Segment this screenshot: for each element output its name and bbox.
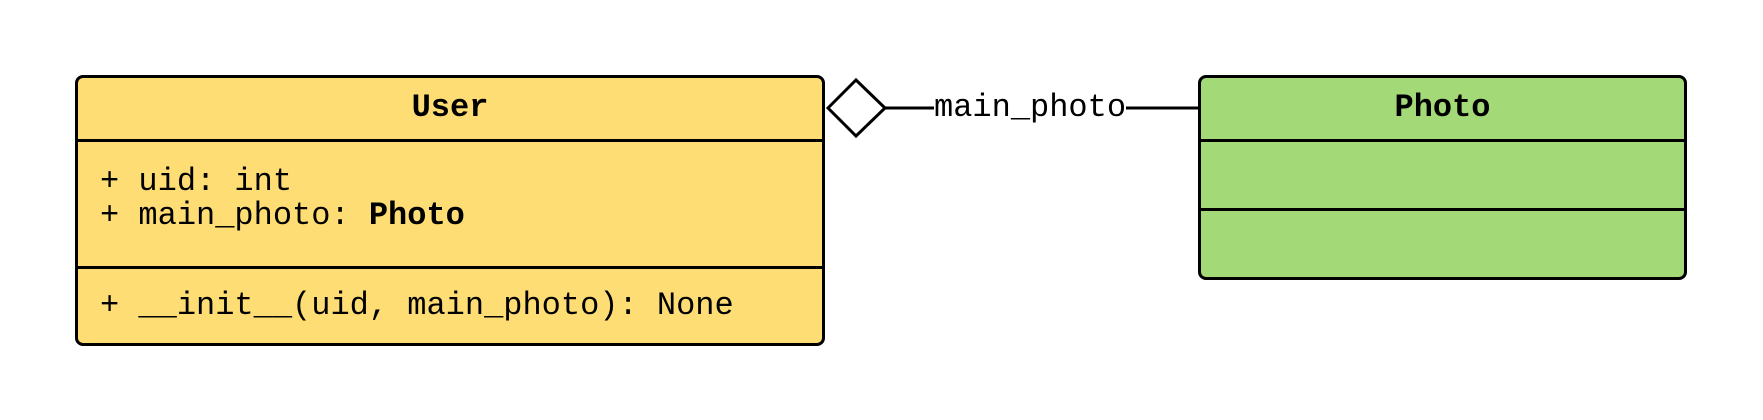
methods-section <box>1201 211 1684 277</box>
attributes-section: + uid: int + main_photo: Photo <box>78 165 822 233</box>
attribute-type: Photo <box>368 197 465 234</box>
attribute-uid: + uid: int <box>100 163 293 200</box>
class-user[interactable]: User + uid: int + main_photo: Photo + __… <box>75 75 825 346</box>
class-name: Photo <box>1394 89 1491 126</box>
relation-label: main_photo <box>934 89 1127 127</box>
class-name: User <box>411 89 489 126</box>
attributes-section <box>1201 142 1684 208</box>
divider <box>1201 139 1684 142</box>
methods-section: + __init__(uid, main_photo): None <box>78 289 822 323</box>
attribute-main-photo: + main_photo: Photo <box>100 199 822 233</box>
method-init: + __init__(uid, main_photo): None <box>100 287 734 324</box>
class-photo[interactable]: Photo <box>1198 75 1687 280</box>
divider <box>78 139 822 142</box>
divider <box>1201 208 1684 211</box>
divider <box>78 266 822 269</box>
aggregation-diamond-icon <box>825 77 888 139</box>
attribute-text: + main_photo: <box>100 197 369 234</box>
